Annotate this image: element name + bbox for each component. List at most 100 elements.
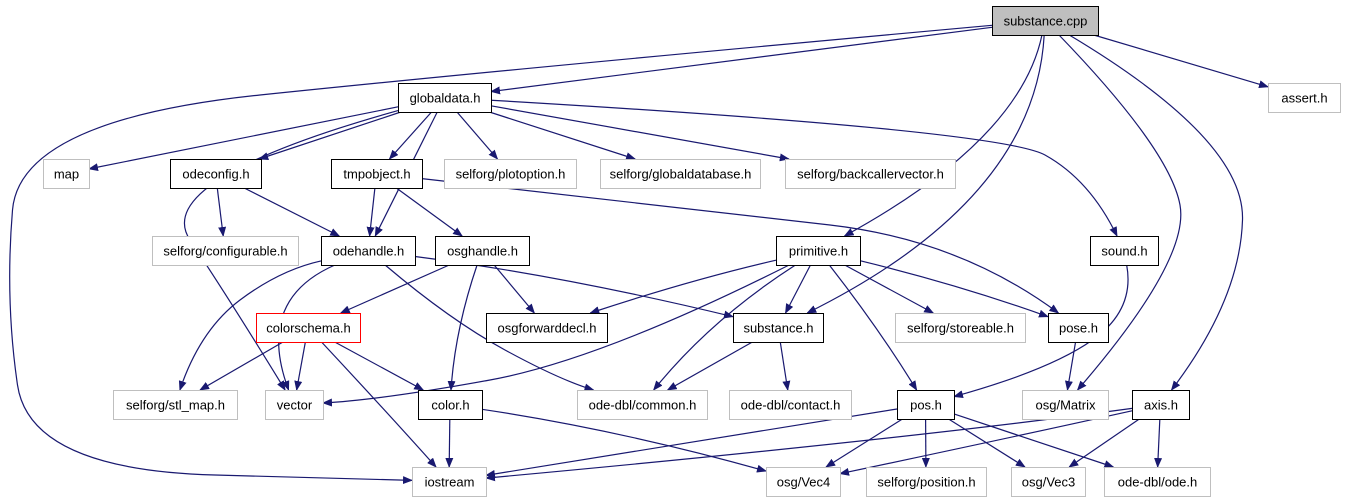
node-colorschema-h[interactable]: colorschema.h (256, 313, 361, 343)
node-box (866, 467, 987, 497)
node-substance-cpp[interactable]: substance.cpp (992, 6, 1099, 36)
node-label: map (54, 167, 79, 182)
node-label: ode-dbl/ode.h (1118, 475, 1198, 490)
node-box (170, 159, 262, 189)
edge-line (396, 187, 463, 237)
node-position-h: selforg/position.h (866, 467, 987, 497)
node-box (412, 467, 487, 497)
node-substance-h[interactable]: substance.h (733, 313, 824, 343)
edge-line (334, 341, 425, 391)
node-box (435, 236, 530, 266)
node-plotoption-h: selforg/plotoption.h (444, 159, 577, 189)
node-box (1268, 83, 1341, 113)
node-pos-h[interactable]: pos.h (897, 390, 955, 420)
node-assert-h: assert.h (1268, 83, 1341, 113)
edges-layer (9, 24, 1269, 485)
node-common-h: ode-dbl/common.h (577, 390, 708, 420)
node-color-h[interactable]: color.h (418, 390, 483, 420)
edge-line (184, 109, 399, 391)
edge-globaldata-h-to-odeconfig-h (258, 111, 401, 160)
node-axis-h[interactable]: axis.h (1132, 390, 1190, 420)
node-box (776, 236, 861, 266)
node-box (729, 390, 852, 420)
edge-substance-cpp-to-primitive-h (843, 34, 1043, 237)
node-label: sound.h (1101, 244, 1147, 259)
node-box (398, 83, 492, 113)
edge-line (216, 187, 227, 237)
node-osghandle-h[interactable]: osghandle.h (435, 236, 530, 266)
node-box (265, 390, 324, 420)
node-box (992, 6, 1099, 36)
edge-line (1093, 34, 1269, 89)
edge-line (844, 264, 935, 314)
edge-line (490, 26, 993, 95)
edge-line (178, 260, 322, 391)
node-box (418, 390, 483, 420)
edge-primitive-h-to-osgforwarddecl-h (589, 259, 777, 314)
node-box (1048, 313, 1109, 343)
edge-osghandle-h-to-osgforwarddecl-h (493, 264, 535, 314)
node-vector: vector (265, 390, 324, 420)
edge-substance-h-to-contact-h (779, 341, 791, 391)
edge-line (859, 260, 1049, 318)
node-label: substance.h (743, 321, 813, 336)
node-label: pose.h (1059, 321, 1098, 336)
edge-substance-cpp-to-assert-h (1093, 34, 1269, 89)
node-box (733, 313, 824, 343)
edge-line (88, 106, 399, 172)
edge-line (953, 413, 1115, 468)
node-globaldata-h[interactable]: globaldata.h (398, 83, 492, 113)
node-box (152, 236, 299, 266)
edge-substance-cpp-to-osg-matrix (1058, 34, 1182, 391)
node-globaldatabase-h: selforg/globaldatabase.h (600, 159, 761, 189)
node-osgforwarddecl-h[interactable]: osgforwarddecl.h (486, 313, 608, 343)
edge-line (1058, 34, 1182, 391)
edge-globaldata-h-to-globaldatabase-h (489, 111, 637, 161)
node-pose-h[interactable]: pose.h (1048, 313, 1109, 343)
node-label: primitive.h (789, 244, 848, 259)
node-box (486, 313, 608, 343)
edge-colorschema-h-to-vector (294, 341, 306, 391)
edge-odehandle-h-to-stl-map-h (178, 260, 322, 391)
node-primitive-h[interactable]: primitive.h (776, 236, 861, 266)
edge-line (321, 341, 437, 468)
edge-line (366, 187, 376, 237)
node-box (113, 390, 238, 420)
node-sound-h[interactable]: sound.h (1090, 236, 1159, 266)
edge-line (1068, 418, 1140, 468)
node-map: map (43, 159, 90, 189)
node-box (600, 159, 761, 189)
edge-globaldata-h-to-backcallervector-h (490, 105, 790, 162)
node-label: iostream (425, 475, 475, 490)
node-odeconfig-h[interactable]: odeconfig.h (170, 159, 262, 189)
node-osg-vec4: osg/Vec4 (766, 467, 841, 497)
node-odehandle-h[interactable]: odehandle.h (321, 236, 416, 266)
node-label: colorschema.h (266, 321, 351, 336)
edge-line (653, 264, 796, 391)
edge-primitive-h-to-substance-h (784, 264, 812, 314)
edge-line (199, 341, 284, 391)
edge-globaldata-h-to-map (88, 106, 399, 172)
edge-color-h-to-osg-vec4 (481, 408, 767, 473)
edge-primitive-h-to-common-h (653, 264, 796, 391)
node-label: odehandle.h (333, 244, 405, 259)
node-label: selforg/configurable.h (163, 244, 287, 259)
edge-line (1154, 418, 1163, 468)
edge-globaldata-h-to-plotoption-h (456, 111, 499, 160)
edge-primitive-h-to-storeable-h (844, 264, 935, 314)
edge-substance-cpp-to-iostream (9, 24, 993, 485)
edge-colorschema-h-to-iostream (321, 341, 437, 468)
edge-osghandle-h-to-colorschema-h (339, 264, 450, 314)
node-stl-map-h: selforg/stl_map.h (113, 390, 238, 420)
node-ode-h: ode-dbl/ode.h (1104, 467, 1211, 497)
node-backcallervector-h: selforg/backcallervector.h (785, 159, 956, 189)
edge-odeconfig-h-to-odehandle-h (243, 187, 341, 237)
edge-line (339, 264, 450, 314)
edge-line (384, 264, 595, 392)
edge-tmpobject-h-to-odehandle-h (366, 187, 376, 237)
node-tmpobject-h[interactable]: tmpobject.h (331, 159, 423, 189)
edge-substance-cpp-to-substance-h (806, 34, 1045, 314)
edge-odeconfig-h-to-configurable-h (216, 187, 227, 237)
node-label: osg/Matrix (1036, 398, 1096, 413)
